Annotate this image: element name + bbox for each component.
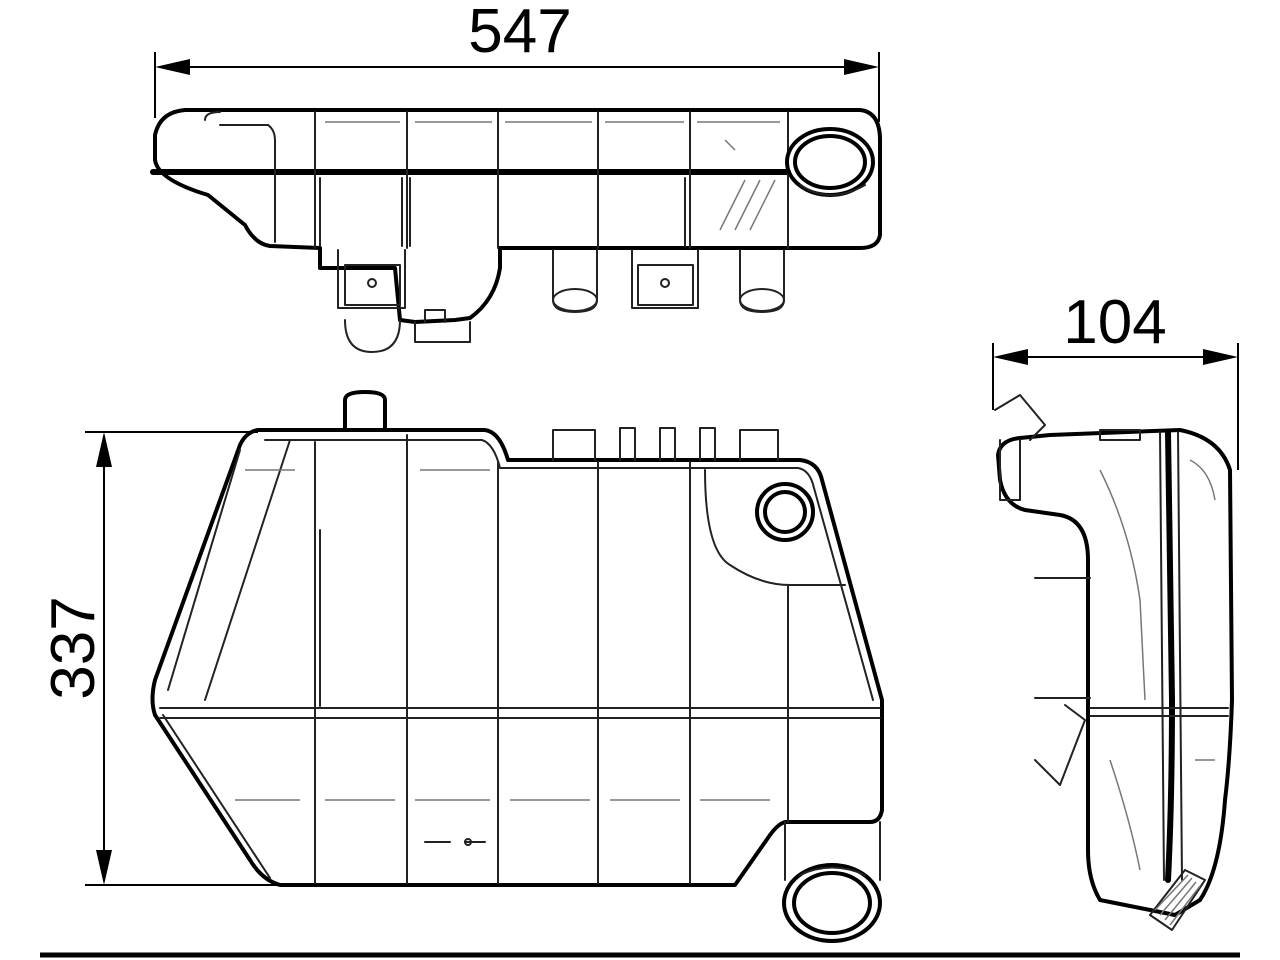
side-view: 104 xyxy=(992,288,1239,931)
dimension-height-label: 337 xyxy=(39,596,108,699)
side-gasket xyxy=(1165,429,1176,883)
dimension-length-label: 547 xyxy=(468,0,571,66)
front-view: 337 xyxy=(39,390,884,943)
bottom-fittings xyxy=(337,249,785,353)
dimension-depth: 104 xyxy=(992,288,1239,470)
dimension-length: 547 xyxy=(154,0,880,122)
dimension-depth-label: 104 xyxy=(1063,288,1166,357)
sensor-ring xyxy=(755,482,815,542)
front-view-outline xyxy=(150,428,884,887)
top-view: 547 xyxy=(150,0,882,353)
side-view-outline xyxy=(996,428,1234,917)
top-necks xyxy=(343,390,779,461)
side-outlet xyxy=(1149,869,1206,931)
dimension-height: 337 xyxy=(39,431,278,886)
bottom-outlet xyxy=(782,821,882,943)
